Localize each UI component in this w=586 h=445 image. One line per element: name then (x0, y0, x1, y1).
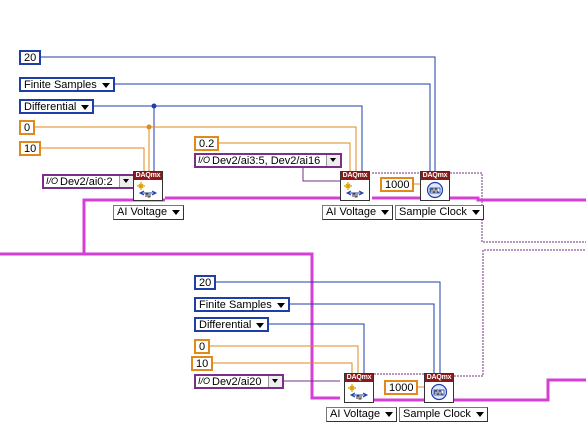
daqmx-timing-vi-bottom[interactable]: DAQmx (424, 373, 454, 403)
channel-constant-bottom[interactable]: I/O Dev2/ai20 (194, 374, 284, 389)
wire-error-bottom-b[interactable] (454, 249, 586, 377)
chevron-down-icon[interactable] (471, 210, 480, 215)
daqmx-header: DAQmx (341, 172, 369, 180)
chevron-down-icon[interactable] (385, 412, 394, 417)
chevron-down-icon[interactable] (81, 105, 90, 110)
ai-voltage-label: AI Voltage (326, 206, 377, 218)
daqmx-create-channel-vi-bottom[interactable]: DAQmx (344, 373, 374, 403)
chevron-down-icon (122, 179, 129, 183)
chevron-down-icon[interactable] (172, 210, 181, 215)
timing-mode-selector-bottom[interactable]: Sample Clock (399, 407, 488, 422)
max-value-constant-top[interactable]: 10 (19, 141, 42, 156)
sample-mode-label: Finite Samples (199, 299, 272, 311)
channel-b-label: Dev2/ai3:5, Dev2/ai16 (212, 155, 321, 167)
channel-a-label: Dev2/ai0:2 (60, 176, 113, 188)
chevron-down-icon[interactable] (101, 83, 110, 88)
task-wire-long[interactable] (84, 252, 340, 400)
create-channel-icon (137, 182, 158, 198)
sample-mode-label: Finite Samples (24, 79, 97, 91)
sample-mode-ring-bottom[interactable]: Finite Samples (194, 297, 290, 312)
ai-voltage-selector-b[interactable]: AI Voltage (322, 205, 394, 220)
rate-constant-bottom[interactable]: 1000 (384, 380, 419, 395)
chevron-down-icon[interactable] (276, 303, 285, 308)
channel-constant-a[interactable]: I/O Dev2/ai0:2 (42, 174, 135, 189)
terminal-config-label: Differential (199, 319, 252, 331)
chevron-down-icon[interactable] (475, 412, 484, 417)
max-value-constant-bottom[interactable]: 10 (191, 356, 214, 371)
chevron-down-icon[interactable] (381, 210, 390, 215)
channel-constant-b[interactable]: I/O Dev2/ai3:5, Dev2/ai16 (194, 153, 343, 168)
daqmx-timing-vi-top[interactable]: DAQmx (420, 171, 450, 201)
clock-icon (426, 181, 444, 199)
sample-mode-ring-top[interactable]: Finite Samples (19, 77, 115, 92)
rate-constant-top[interactable]: 1000 (380, 177, 415, 192)
min-value-constant-bottom[interactable]: 0 (194, 339, 211, 354)
wire-max-top[interactable] (38, 147, 145, 173)
wire-sample-count-bottom[interactable] (212, 281, 441, 374)
chevron-down-icon (330, 158, 337, 162)
ai-voltage-selector-a[interactable]: AI Voltage (113, 205, 185, 220)
daqmx-create-channel-vi-b[interactable]: DAQmx (340, 171, 370, 201)
timing-mode-label: Sample Clock (403, 408, 471, 420)
channel-dropdown-button[interactable] (267, 376, 282, 387)
wire-terminal-config-bottom[interactable] (266, 323, 365, 374)
wire-sample-count-top[interactable] (36, 56, 436, 173)
wire-channel-b[interactable] (302, 168, 340, 182)
io-icon: I/O (46, 176, 59, 186)
io-icon: I/O (198, 376, 211, 386)
terminal-config-label: Differential (24, 101, 77, 113)
io-icon: I/O (198, 155, 211, 165)
wire-junction-blue (151, 103, 157, 109)
wire-min-bottom[interactable] (207, 345, 359, 374)
task-wire-bottom-out[interactable] (454, 378, 586, 402)
second-min-value-constant[interactable]: 0.2 (194, 136, 220, 151)
daqmx-header: DAQmx (134, 172, 162, 180)
chevron-down-icon (271, 379, 278, 383)
channel-bottom-label: Dev2/ai20 (212, 376, 262, 388)
ai-voltage-selector-bottom[interactable]: AI Voltage (326, 407, 398, 422)
chevron-down-icon[interactable] (256, 323, 265, 328)
channel-dropdown-button[interactable] (118, 176, 133, 187)
timing-mode-selector-top[interactable]: Sample Clock (395, 205, 484, 220)
wire-junction-orange (146, 124, 152, 130)
wire-max-bottom[interactable] (208, 362, 353, 374)
daqmx-header: DAQmx (425, 374, 453, 382)
channel-dropdown-button[interactable] (326, 155, 341, 166)
clock-icon (430, 383, 448, 401)
timing-mode-label: Sample Clock (399, 206, 467, 218)
ai-voltage-label: AI Voltage (330, 408, 381, 420)
sample-count-constant-top[interactable]: 20 (19, 50, 42, 65)
wire-sample-mode-bottom[interactable] (280, 303, 435, 374)
min-value-constant-top[interactable]: 0 (19, 120, 36, 135)
terminal-config-ring-bottom[interactable]: Differential (194, 317, 270, 332)
sample-count-constant-bottom[interactable]: 20 (194, 275, 217, 290)
ai-voltage-label: AI Voltage (117, 206, 168, 218)
wire-terminal-config-top[interactable] (89, 105, 363, 173)
task-wire-left-loop[interactable] (0, 198, 165, 256)
create-channel-icon (348, 384, 369, 400)
daqmx-header: DAQmx (421, 172, 449, 180)
wire-second-min[interactable] (216, 142, 351, 173)
daqmx-create-channel-vi-a[interactable]: DAQmx (133, 171, 163, 201)
wire-min-top[interactable] (33, 126, 357, 173)
task-wire-top-out[interactable] (450, 196, 586, 202)
create-channel-icon (344, 182, 365, 198)
wire-sample-mode-top[interactable] (103, 83, 431, 173)
daqmx-header: DAQmx (345, 374, 373, 382)
terminal-config-ring-top[interactable]: Differential (19, 99, 95, 114)
